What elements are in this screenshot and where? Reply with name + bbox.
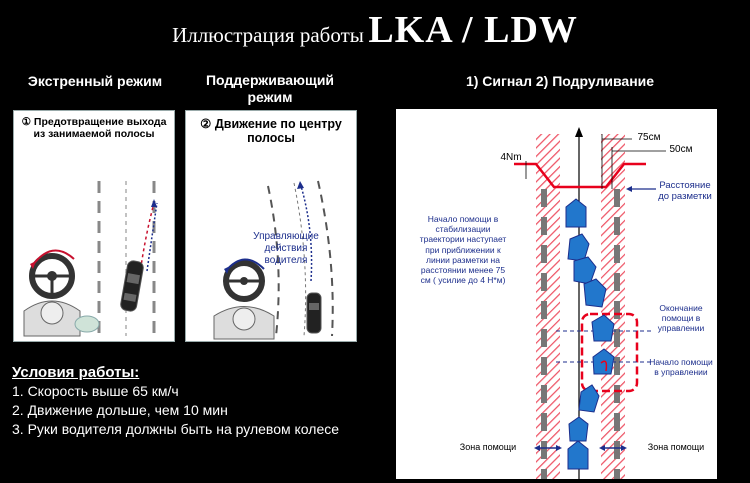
slide-title: Иллюстрация работы LKA / LDW <box>0 8 750 52</box>
car-icon <box>567 233 590 262</box>
heading-support-line2: режим <box>247 89 293 105</box>
dist2-label: 50см <box>669 144 693 155</box>
trajectory-arrow-blue <box>146 202 158 272</box>
assist-highlight-box <box>580 312 639 393</box>
car-icon <box>583 278 607 308</box>
title-prefix: Иллюстрация работы <box>172 23 364 47</box>
dist1-label: 75см <box>637 132 661 143</box>
torque-graph <box>514 162 646 189</box>
emergency-illustration <box>23 181 158 337</box>
panel-support-title: ② Движение по центру полосы <box>188 117 354 145</box>
heading-support-line1: Поддерживающий <box>205 72 335 88</box>
car-icon <box>568 416 589 442</box>
conditions-heading: Условия работы: <box>12 364 140 381</box>
distance-label: Расстояние до разметки <box>658 180 712 202</box>
end-help-label: Окончание помощи в управлении <box>657 303 705 333</box>
heading-emergency: Экстренный режим <box>27 73 163 89</box>
steering-wheel-icon <box>223 260 265 302</box>
curve-line-right <box>317 180 334 337</box>
hatch-zone-left <box>536 134 560 479</box>
heading-signal: 1) Сигнал 2) Подруливание <box>465 73 655 89</box>
car-icon <box>567 440 589 470</box>
title-main: LKA / LDW <box>368 9 578 51</box>
hatch-zone-right <box>601 134 625 479</box>
condition-item: 2. Движение дольше, чем 10 мин <box>12 402 228 418</box>
car-icon <box>578 384 600 413</box>
zone-left-label: Зона помощи <box>459 442 517 452</box>
guidance-path <box>300 185 313 282</box>
condition-item: 3. Руки водителя должны быть на рулевом … <box>12 421 340 437</box>
driver-actions-label: Управляющие действия водителя <box>253 231 319 266</box>
conditions-block: Условия работы: 1. Скорость выше 65 км/ч… <box>12 363 339 439</box>
curve-line-center <box>293 182 307 337</box>
condition-item: 1. Скорость выше 65 км/ч <box>12 383 179 399</box>
car-icon <box>591 314 615 342</box>
support-illustration <box>213 180 334 340</box>
signal-diagram: 4Nm 75см 50см Расстояние до разметки Нач… <box>396 109 717 479</box>
assist-description: Начало помощи в стабилизации траектории … <box>419 214 507 286</box>
torque-label: 4Nm <box>500 152 522 163</box>
heading-support: Поддерживающий режим <box>195 72 345 106</box>
car-path <box>565 198 615 470</box>
curve-line-left <box>267 185 280 337</box>
zone-right-label: Зона помощи <box>647 442 705 452</box>
car-icon <box>565 198 587 228</box>
car-icon <box>120 260 144 312</box>
panel-emergency-line1: ① Предотвращение выхода <box>21 116 167 128</box>
panel-emergency: ① Предотвращение выхода из занимаемой по… <box>13 110 175 342</box>
lane-diagram <box>514 127 666 479</box>
panel-support: ② Движение по центру полосы Управляющие … <box>185 110 357 342</box>
panel-support-line1: ② Движение по центру <box>200 117 342 131</box>
thought-cloud-icon <box>74 315 100 333</box>
car-icon <box>306 292 322 334</box>
panel-emergency-title: ① Предотвращение выхода из занимаемой по… <box>16 116 172 140</box>
start-help-label: Начало помощи в управлении <box>649 357 713 377</box>
car-icon <box>573 256 597 285</box>
panel-emergency-line2: из занимаемой полосы <box>33 128 155 140</box>
panel-support-line2: полосы <box>247 131 295 145</box>
